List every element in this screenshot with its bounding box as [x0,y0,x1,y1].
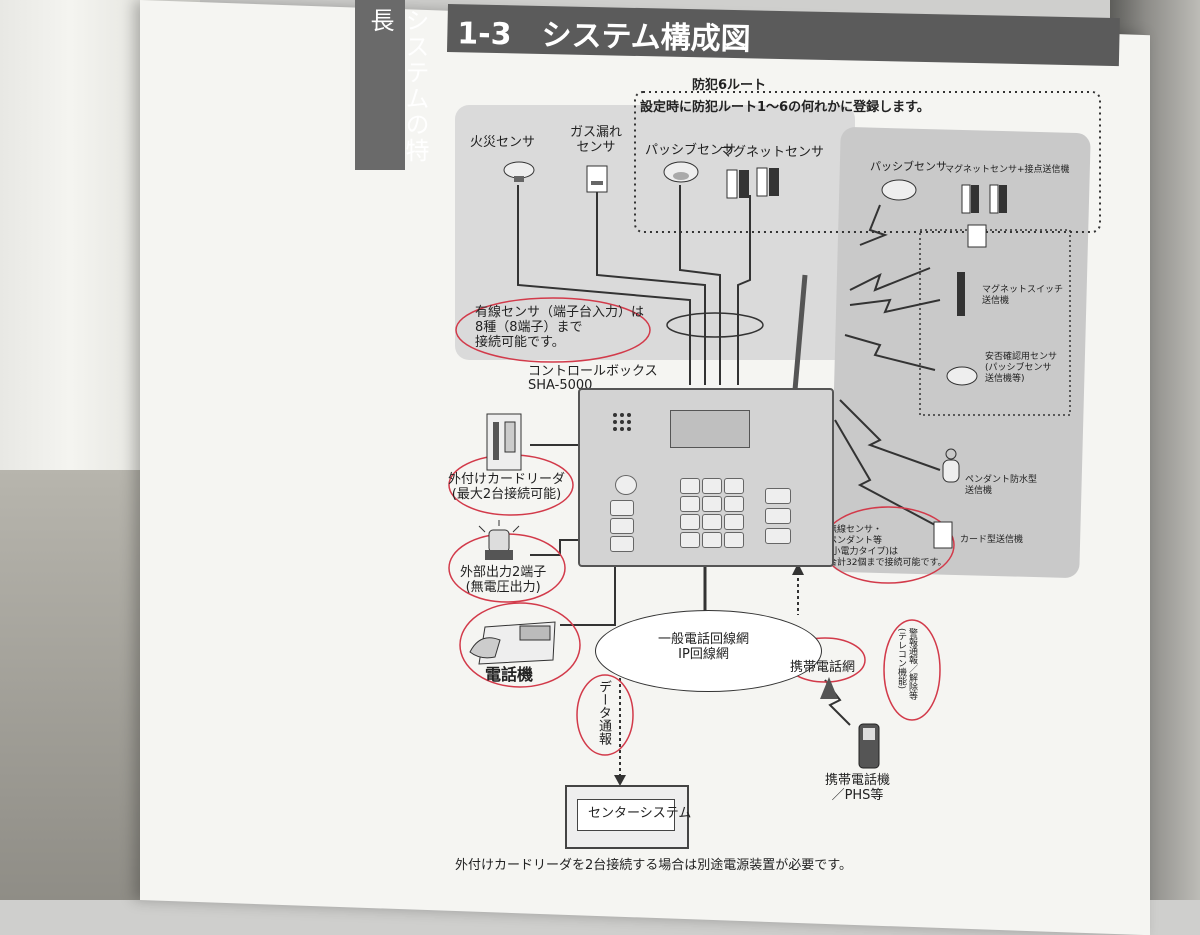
center-system-screen [577,799,675,831]
external-lamp-icon [478,520,520,560]
control-box-model: SHA-5000 [528,378,593,393]
cell-tower-icon [820,677,838,699]
side-key [765,488,791,504]
mobile-phone-label: 携帯電話機 ／PHS等 [825,773,891,803]
wireless-signal-4 [844,334,936,371]
keypad-key [702,514,722,530]
route-note: 設定時に防犯ルート1～6の何れかに登録します。 [640,100,930,115]
card-transmitter-label: カード型送信機 [960,535,1024,545]
data-comm-label: データ通報 [596,680,611,745]
fire-wire [517,185,691,385]
magnet-switch-label: マグネットスイッチ 送信機 [982,285,1064,306]
route-dashed-frame [634,91,1101,233]
passive-wire [679,185,721,385]
wireless-passive-label: パッシブセンサ [870,160,947,173]
magnet-sensor-label: マグネットセンサ [720,145,825,160]
wireless-dashed-frame [919,229,1071,416]
control-box-label: コントロールボックス [528,364,658,379]
gas-sensor-label: ガス漏れ センサ [570,125,623,155]
card-reader-label: 外付けカードリーダ (最大2台接続可能) [448,472,566,502]
keypad-key [702,532,722,548]
annotation-data-comm [576,674,634,756]
diagram-wiring [448,91,1101,786]
wireless-signal-6 [834,419,936,526]
card-transmitter-icon [933,521,953,549]
speaker-grille-icon [613,413,631,431]
pendant-icon [942,448,960,483]
gas-sensor-icon [586,165,608,193]
function-key [610,518,634,534]
passive-sensor-label: パッシブセンサ [645,143,737,158]
network-label: 一般電話回線網 IP回線網 [658,632,750,662]
side-key [765,508,791,524]
keypad-key [680,532,700,548]
annotation-phone [459,602,581,688]
center-system-box [565,785,689,849]
wireless-signal-3 [849,298,941,314]
safety-sensor-icon [946,366,978,386]
round-button [615,475,637,495]
keypad-key [680,514,700,530]
keypad-key [724,514,744,530]
magnet-contact-icon [961,184,1007,248]
wireless-passive-icon [881,179,917,201]
control-box-sha5000 [578,388,834,567]
keypad-key [724,532,744,548]
alarm-notice-label: 警報通報／解除等 (テレコン機能) [896,628,917,700]
fire-sensor-label: 火災センサ [470,135,536,150]
pendant-label: ペンダント防水型 送信機 [965,475,1038,496]
magnet-wire [737,195,751,385]
wireless-signal-1 [859,204,888,246]
passive-sensor-icon [663,161,699,183]
card-reader-icon [486,413,522,471]
section-tab: システムの特長 [355,0,429,170]
magnet-switch-icon [957,272,965,316]
data-comm-arrow [614,775,626,786]
control-box-display [670,410,750,448]
phone-wire [560,565,616,626]
mobile-network-label: 携帯電話網 [790,660,856,675]
wired-sensor-note: 有線センサ（端子台入力）は 8種（8端子）まで 接続可能です。 [475,305,645,350]
gas-wire [596,190,706,385]
function-key [610,500,634,516]
output-wire [530,539,580,556]
wireless-signal-2 [849,267,931,292]
keypad-key [702,478,722,494]
floor-background [0,470,150,900]
antenna [792,274,808,391]
safety-sensor-label: 安否確認用センサ (パッシブセンサ 送信機等) [985,352,1058,384]
wireless-signal-5 [839,399,941,471]
return-arrow [792,563,804,575]
annotation-wired-note [455,297,651,363]
fire-sensor-icon [503,161,535,182]
telephone-icon [469,621,556,665]
keypad-key [724,496,744,512]
section-tab-label: システムの特長 [366,8,429,164]
route-title: 防犯6ルート [692,78,767,93]
keypad-key [724,478,744,494]
magnet-sensor-icon [726,167,779,199]
function-key [610,536,634,552]
keypad-key [702,496,722,512]
telephone-label: 電話機 [485,665,534,684]
center-system-label: センターシステム [588,806,692,821]
external-output-label: 外部出力2端子 (無電圧出力) [460,565,547,595]
network-cloud [595,610,822,692]
side-key [765,528,791,544]
wireless-sensor-note: 無線センサ・ ペンダント等 (小電力タイプ)は 合計32個まで接続可能です。 [828,525,947,568]
mobile-phone-icon [858,723,880,769]
annotation-alarm [883,619,941,721]
footnote: 外付けカードリーダを2台接続する場合は別途電源装置が必要です。 [455,858,852,873]
magnet-contact-label: マグネットセンサ+接点送信機 [945,165,1070,175]
keypad-key [680,478,700,494]
keypad-key [680,496,700,512]
cable-bundle [666,312,764,338]
